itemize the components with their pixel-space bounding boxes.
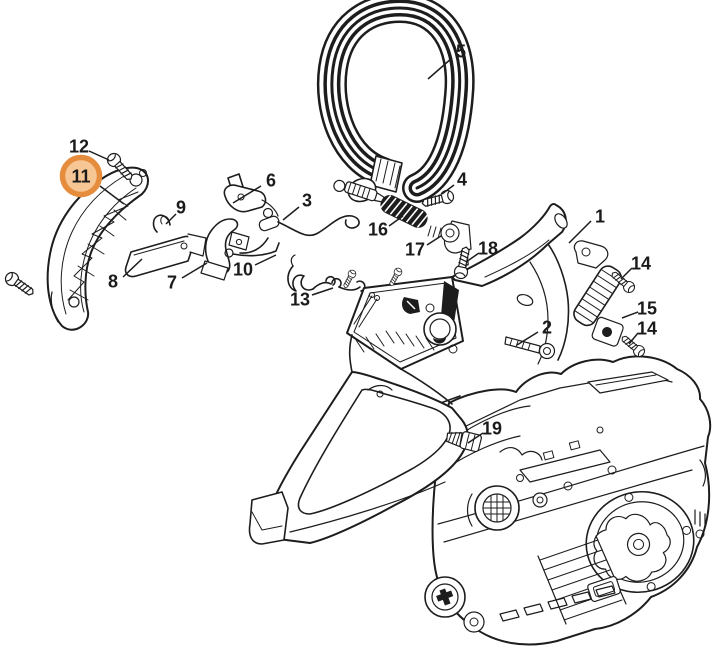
part-17-pin <box>427 220 472 266</box>
callout-leader-line <box>388 215 404 227</box>
callout-label: 5 <box>456 42 466 62</box>
callout-label: 16 <box>368 220 388 240</box>
callout-14b[interactable]: 14 <box>628 319 657 345</box>
callout-11-highlighted[interactable]: 11 <box>59 154 125 205</box>
callout-leader-line <box>282 206 300 221</box>
callout-leader-line <box>99 185 125 205</box>
callout-leader-line <box>568 220 592 244</box>
callout-17[interactable]: 17 <box>405 235 442 260</box>
callout-leader-line <box>628 332 639 345</box>
callout-leader-line <box>88 150 110 161</box>
callout-label: 14 <box>637 319 657 339</box>
callout-leader-line <box>232 185 262 204</box>
callout-label: 4 <box>457 170 467 190</box>
callout-leader-line <box>122 258 143 278</box>
part-8-plate <box>124 233 207 278</box>
callout-5[interactable]: 5 <box>427 42 466 80</box>
callout-label: 1 <box>595 207 605 227</box>
screw-lower-left <box>2 269 38 300</box>
part-16-spring <box>378 194 430 228</box>
part-19-screw <box>445 431 482 453</box>
callout-2[interactable]: 2 <box>516 318 552 346</box>
callout-label: 6 <box>266 171 276 191</box>
callout-leader-line <box>441 184 455 195</box>
part-11-hand-guard <box>46 166 149 331</box>
callout-leader-line <box>516 331 539 346</box>
callout-label: 2 <box>542 318 552 338</box>
callout-9[interactable]: 9 <box>165 198 186 225</box>
callout-leader-line <box>465 252 480 263</box>
callout-leader-line <box>254 254 277 266</box>
callout-14a[interactable]: 14 <box>620 254 651 280</box>
callout-label: 15 <box>637 299 657 319</box>
callout-19[interactable]: 19 <box>467 419 502 444</box>
part-6-interlock-lever <box>223 173 279 219</box>
handlebar-mount-bolt <box>333 179 385 203</box>
callout-leader-line <box>165 213 177 225</box>
callout-leader-line <box>621 311 639 319</box>
part-10-linkage-wire <box>224 242 280 258</box>
callout-4[interactable]: 4 <box>441 170 467 195</box>
callout-leader-line <box>426 235 442 246</box>
part-9-clip <box>152 214 171 233</box>
callout-leader-line <box>620 267 633 280</box>
callout-label: 9 <box>176 198 186 218</box>
callout-leader-line <box>311 287 334 296</box>
callout-8[interactable]: 8 <box>108 258 143 292</box>
callout-label: 18 <box>478 239 498 259</box>
callout-label: 17 <box>405 240 425 260</box>
callout-leader-line <box>181 262 208 279</box>
callout-leader-line <box>427 57 453 80</box>
callout-leader-line <box>467 432 484 444</box>
part-3-throttle-rod <box>239 215 360 254</box>
part-15-av-buffer <box>573 240 624 347</box>
callout-7[interactable]: 7 <box>167 262 208 293</box>
handlebar-ferrule <box>369 155 403 193</box>
callout-18[interactable]: 18 <box>465 239 498 263</box>
callout-1[interactable]: 1 <box>568 207 605 244</box>
callout-15[interactable]: 15 <box>621 299 657 319</box>
callout-label: 10 <box>233 260 253 280</box>
callout-label: 12 <box>69 137 89 157</box>
callout-3[interactable]: 3 <box>282 191 312 221</box>
callout-10[interactable]: 10 <box>233 254 277 280</box>
part-5-front-handlebar <box>316 0 475 203</box>
callout-label: 14 <box>631 254 651 274</box>
callout-label: 11 <box>71 167 90 187</box>
callout-6[interactable]: 6 <box>232 171 276 204</box>
callout-label: 13 <box>290 290 310 310</box>
callout-12[interactable]: 12 <box>69 137 110 161</box>
part-2-screw <box>504 336 556 360</box>
part-7-throttle-trigger <box>200 218 250 281</box>
callout-label: 7 <box>167 273 177 293</box>
part-1-handle-housing <box>248 203 570 545</box>
callout-13[interactable]: 13 <box>290 287 334 310</box>
callout-16[interactable]: 16 <box>368 215 404 240</box>
engine-crankcase <box>424 355 712 646</box>
callout-label: 3 <box>302 191 312 211</box>
callout-label: 8 <box>108 272 118 292</box>
callout-label: 19 <box>482 419 502 439</box>
selected-part-highlight-circle <box>59 154 103 198</box>
